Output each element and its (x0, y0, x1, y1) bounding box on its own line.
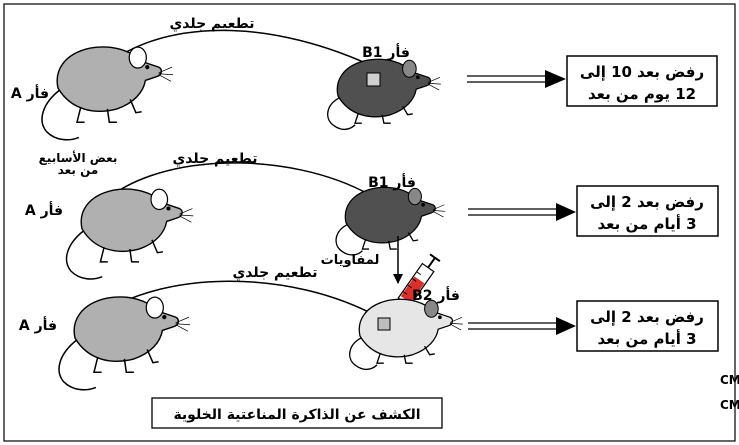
recipient-label: فأر B2 (412, 286, 460, 304)
skin-graft-patch (377, 317, 391, 331)
caption: الكشف عن الذاكرة المناعتية الخلوية (173, 407, 420, 423)
donor-mouse (58, 296, 191, 391)
result-line-1: رفض بعد 2 إلى (590, 308, 704, 326)
graft-label: تطعيم جلدي (172, 151, 257, 168)
donor-label: فأر A (25, 201, 63, 219)
recipient-mouse (327, 58, 442, 131)
lymphocyte-transfer: لمفاويات (321, 236, 441, 314)
recipient-label: فأر B1 (362, 43, 410, 61)
recipient-label: فأر B1 (368, 173, 416, 191)
result-arrow (467, 70, 566, 88)
result-arrow (468, 317, 576, 335)
graft-label: تطعيم جلدي (232, 265, 317, 282)
skin-graft-patch (366, 72, 381, 87)
donor-mouse (65, 188, 195, 280)
note-line-1: الفئران A و B1 ليس لهم نفس CMH (720, 373, 739, 388)
donor-label: فأر A (11, 84, 49, 102)
row-1: تطعيم جلدي فأر A فأر B1 رفض بعد 10 إلى 1… (11, 16, 718, 141)
time-label-line-2: من بعد (58, 163, 99, 177)
result-box (566, 55, 718, 107)
time-label-line-1: بعض الأسابيع (39, 150, 118, 165)
row-3: تطعيم جلدي فأر A فأر B2 رفض بعد 2 إلى 3 … (19, 265, 719, 391)
result-line-1: رفض بعد 2 إلى (590, 193, 704, 211)
result-box (576, 185, 719, 237)
result-box (576, 300, 719, 352)
outer-frame (3, 3, 736, 442)
recipient-mouse (349, 298, 464, 371)
result-line-2: 12 يوم من بعد (588, 85, 696, 103)
result-line-2: 3 أيام من بعد (597, 214, 696, 233)
result-arrow (468, 203, 576, 221)
row-2: تطعيم جلدي بعض الأسابيع من بعد فأر A فأر… (25, 150, 719, 280)
note-line-2: الفئران B1 و B2 لهم نفس CMH (720, 398, 739, 413)
transfer-label: لمفاويات (321, 253, 380, 268)
graft-label: تطعيم جلدي (169, 16, 254, 33)
donor-label: فأر A (19, 316, 57, 334)
donor-mouse (41, 46, 174, 141)
result-line-2: 3 أيام من بعد (597, 329, 696, 348)
caption-box (151, 397, 443, 429)
recipient-mouse (335, 186, 446, 256)
result-line-1: رفض بعد 10 إلى (580, 63, 704, 81)
